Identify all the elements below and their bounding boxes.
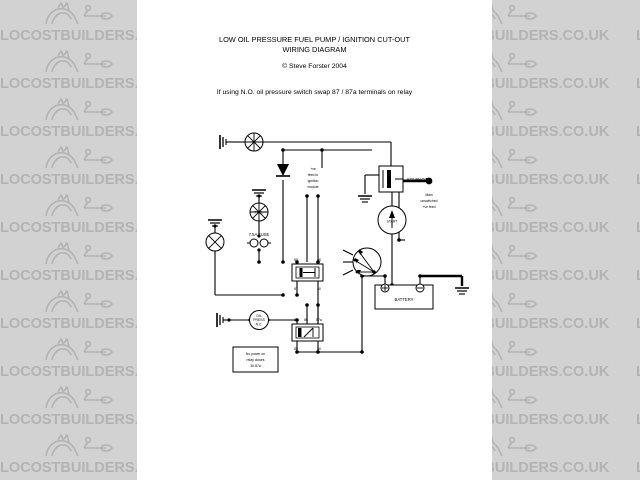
ign-feed-label-3: ignition: [308, 179, 319, 183]
locost-car-logo-icon: [44, 193, 116, 220]
note-box-line3: 30-87a: [250, 364, 261, 368]
relay-upper: [291, 263, 324, 282]
locost-car-logo-icon: [44, 97, 116, 124]
diode-symbol: [276, 164, 290, 177]
locost-car-logo-icon: [44, 241, 116, 268]
oil-switch-label-2: PRESS: [253, 318, 265, 322]
diagram-page: LOW OIL PRESSURE FUEL PUMP / IGNITION CU…: [137, 0, 492, 480]
ground-symbol-mid: [216, 312, 229, 328]
solenoid-symbol: [378, 165, 404, 193]
wiring-schematic: FUEL 7.5A FUSE OIL PRESS N.C.: [205, 132, 470, 373]
ignition-switch-symbol: [352, 247, 382, 277]
battery-symbol: [374, 283, 434, 310]
ign-feed-label-4: module: [307, 185, 318, 189]
battery-label: BATTERY: [395, 297, 414, 302]
watermark-text: LOCOSTBUILDERS.CO.UK: [636, 412, 640, 480]
relay-upper-terminal-30: 30: [317, 287, 321, 291]
main-feed-label-2: unswitched: [421, 199, 438, 203]
relay-lower: [291, 323, 324, 342]
fuse-label: 7.5A FUSE: [249, 232, 270, 237]
ign-feed-label-2: feed to: [308, 173, 318, 177]
warning-lamp-symbol: [205, 232, 225, 252]
starter-motor-symbol: [377, 205, 407, 235]
watermark-text: LOCOSTBUILDERS.CO.UK: [636, 172, 640, 480]
fuel-pump-symbol: [249, 202, 269, 222]
relay-lower-terminal-85b: 85: [294, 347, 298, 351]
watermark-text: LOCOSTBUILDERS.CO.UK: [636, 28, 640, 480]
locost-car-logo-icon: [44, 49, 116, 76]
watermark-text: LOCOSTBUILDERS.CO.UK: [636, 364, 640, 480]
oil-switch-label-3: N.C.: [256, 323, 263, 327]
usage-note: If using N.O. oil pressure switch swap 8…: [216, 89, 413, 96]
page-title-line1: LOW OIL PRESSURE FUEL PUMP / IGNITION CU…: [218, 35, 411, 44]
note-box-line2: relay closes: [247, 358, 265, 362]
ignition-module-symbol: [244, 132, 264, 152]
oil-switch-label-1: OIL: [256, 314, 262, 318]
ground-symbol-solenoid: [357, 195, 373, 203]
relay-lower-terminal-87a: 87a: [316, 318, 322, 322]
locost-car-logo-icon: [44, 289, 116, 316]
ground-symbol-battery: [454, 287, 470, 295]
locost-car-logo-icon: [44, 433, 116, 460]
watermark-text: LOCOSTBUILDERS.CO.UK: [636, 220, 640, 480]
note-box-line1: No power on: [246, 352, 265, 356]
locost-car-logo-icon: [44, 385, 116, 412]
watermark-text: LOCOSTBUILDERS.CO.UK: [636, 268, 640, 480]
ign-feed-label-1: +ve: [310, 167, 316, 171]
watermark-text: LOCOSTBUILDERS.CO.UK: [636, 460, 640, 480]
watermark-text: LOCOSTBUILDERS.CO.UK: [636, 124, 640, 480]
copyright-notice: © Steve Forster 2004: [282, 63, 347, 70]
relay-lower-terminal-30b: 30: [317, 347, 321, 351]
oil-pressure-switch-symbol: [249, 310, 269, 330]
main-feed-label-3: +ve feed: [422, 205, 435, 209]
solenoid-label: SOLENOID: [407, 177, 429, 182]
relay-upper-terminal-85: 85: [294, 258, 298, 262]
locost-car-logo-icon: [44, 1, 116, 28]
main-feed-wire: [403, 179, 464, 286]
relay-lower-terminal-85: 85: [294, 318, 298, 322]
locost-car-logo-icon: [44, 145, 116, 172]
relay-upper-terminal-86: 86: [317, 258, 321, 262]
ground-symbol-top: [219, 134, 232, 150]
starter-label: START: [387, 220, 398, 224]
main-feed-label-1: Main: [425, 193, 432, 197]
fuse-symbol: [247, 238, 271, 248]
watermark-text: LOCOSTBUILDERS.CO.UK: [636, 316, 640, 480]
page-title-line2: WIRING DIAGRAM: [282, 45, 347, 54]
relay-lower-terminal-86: 86: [304, 318, 308, 322]
note-box: [232, 346, 279, 373]
relay-upper-terminal-87: 87: [294, 287, 298, 291]
fuel-pump-label: FUEL: [255, 211, 264, 215]
locost-car-logo-icon: [44, 337, 116, 364]
watermark-text: LOCOSTBUILDERS.CO.UK: [636, 76, 640, 480]
